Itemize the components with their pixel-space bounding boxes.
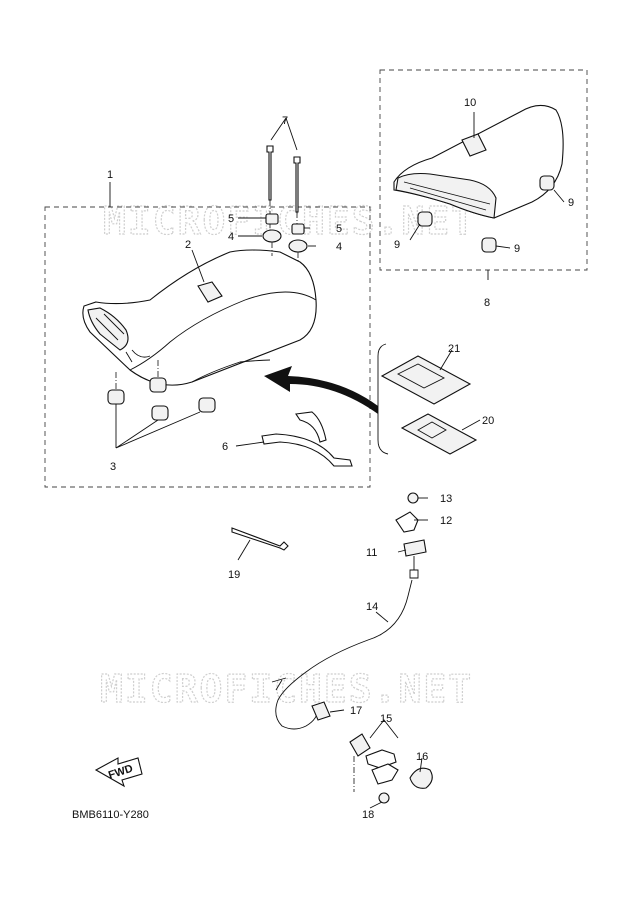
callout-5b[interactable]: 5 [336, 223, 342, 235]
callout-13[interactable]: 13 [440, 493, 452, 505]
bracket-6[interactable] [261, 411, 353, 467]
seat-lock-cable-14[interactable] [271, 579, 413, 730]
callout-18[interactable]: 18 [362, 809, 374, 821]
rear-seat[interactable] [393, 104, 564, 219]
callout-9b[interactable]: 9 [394, 239, 400, 251]
callout-9c[interactable]: 9 [514, 243, 520, 255]
owners-manual-bag-21[interactable] [380, 355, 472, 405]
screw-18[interactable] [353, 756, 390, 804]
callout-5a[interactable]: 5 [228, 213, 234, 225]
callout-10[interactable]: 10 [464, 97, 476, 109]
grommet-4[interactable] [262, 229, 308, 262]
hex-wrench-19[interactable] [231, 527, 289, 551]
callout-12[interactable]: 12 [440, 515, 452, 527]
cable-holder-17[interactable] [311, 701, 331, 721]
callout-6[interactable]: 6 [222, 441, 228, 453]
callout-21[interactable]: 21 [448, 343, 460, 355]
lock-cap-16[interactable] [409, 767, 433, 789]
lock-plate-12[interactable] [395, 511, 419, 533]
collar-5[interactable] [265, 213, 305, 235]
callout-1[interactable]: 1 [107, 169, 113, 181]
seat-assembly-box [44, 206, 371, 488]
callout-9a[interactable]: 9 [568, 197, 574, 209]
callout-2[interactable]: 2 [185, 239, 191, 251]
callout-4b[interactable]: 4 [336, 241, 342, 253]
callout-15[interactable]: 15 [380, 713, 392, 725]
main-seat[interactable] [82, 249, 317, 386]
key-lock-set-15[interactable] [349, 719, 399, 785]
rear-damper-9[interactable] [417, 175, 555, 253]
callout-14[interactable]: 14 [366, 601, 378, 613]
leader-lines [109, 112, 565, 809]
callout-4a[interactable]: 4 [228, 231, 234, 243]
callout-16[interactable]: 16 [416, 751, 428, 763]
kit-bracket [377, 343, 389, 455]
rear-seat-box [379, 69, 588, 271]
callout-11[interactable]: 11 [366, 547, 377, 559]
lock-hook-11[interactable] [403, 539, 427, 579]
callout-7[interactable]: 7 [282, 115, 288, 127]
label-card-20[interactable] [400, 413, 478, 455]
callout-3[interactable]: 3 [110, 461, 116, 473]
callout-19[interactable]: 19 [228, 569, 240, 581]
callout-8[interactable]: 8 [484, 297, 490, 309]
install-arrow [264, 366, 378, 414]
nut-13[interactable] [407, 492, 419, 504]
fwd-arrow-icon: FWD [94, 757, 143, 788]
callout-20[interactable]: 20 [482, 415, 494, 427]
callout-17[interactable]: 17 [350, 705, 362, 717]
diagram-code: BMB6110-Y280 [72, 809, 149, 821]
